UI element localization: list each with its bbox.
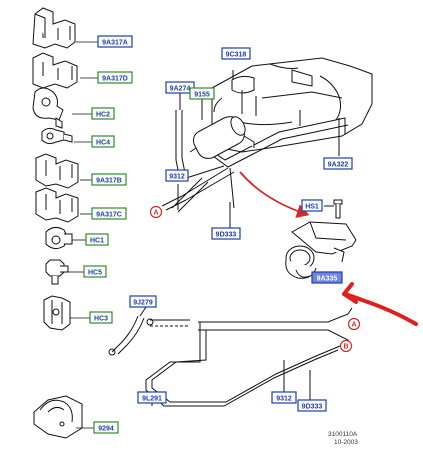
label-9155: 9155 xyxy=(189,87,215,100)
label-hc3: HC3 xyxy=(89,311,113,324)
reference-date: 10-2003 xyxy=(334,439,358,446)
label-9294: 9294 xyxy=(93,421,119,434)
svg-text:A: A xyxy=(351,322,356,329)
clip-drawing-hc2 xyxy=(32,87,64,129)
label-hc5: HC5 xyxy=(83,265,107,278)
clip-drawing-hc3 xyxy=(43,295,71,331)
svg-text:9A317B: 9A317B xyxy=(96,177,122,184)
clip-drawing-9a317c xyxy=(35,187,79,223)
svg-text:9L291: 9L291 xyxy=(142,395,162,402)
svg-text:B: B xyxy=(343,344,348,351)
label-9312-bottom: 9312 xyxy=(271,391,297,404)
label-9j279: 9J279 xyxy=(129,295,157,308)
svg-text:9D333: 9D333 xyxy=(216,231,237,238)
bolt-hs1-drawing xyxy=(324,199,343,219)
label-9l291: 9L291 xyxy=(137,391,167,404)
label-hc2: HC2 xyxy=(91,107,115,120)
clip-drawing-9a317d xyxy=(32,52,78,89)
svg-text:HC4: HC4 xyxy=(96,139,110,146)
connector-a-top: A xyxy=(149,205,163,219)
svg-text:9C318: 9C318 xyxy=(226,51,247,58)
clip-drawing-hc5 xyxy=(45,259,69,285)
label-9a317b: 9A317B xyxy=(91,173,127,186)
svg-text:9A274: 9A274 xyxy=(170,85,191,92)
svg-text:HC1: HC1 xyxy=(90,237,104,244)
clip-drawing-hc1 xyxy=(45,226,73,250)
label-9a322: 9A322 xyxy=(323,157,353,170)
annotation-arrow xyxy=(342,282,418,326)
svg-text:9A317D: 9A317D xyxy=(102,75,128,82)
label-9312-top: 9312 xyxy=(165,169,189,182)
reference-code: 3100110A xyxy=(328,431,358,438)
svg-text:A: A xyxy=(153,210,158,217)
svg-text:HC3: HC3 xyxy=(94,315,108,322)
clip-drawing-9a317b xyxy=(35,153,79,189)
svg-text:9294: 9294 xyxy=(98,425,114,432)
label-9d333-bottom: 9D333 xyxy=(297,399,327,412)
connector-a-right: A xyxy=(347,317,361,331)
label-hs1: HS1 xyxy=(301,199,323,212)
label-9a317a: 9A317A xyxy=(97,35,133,48)
svg-text:9312: 9312 xyxy=(169,173,185,180)
svg-text:9J279: 9J279 xyxy=(133,299,153,306)
svg-text:9312: 9312 xyxy=(276,395,292,402)
pointer-arrow xyxy=(239,171,310,218)
label-9a317d: 9A317D xyxy=(97,71,133,84)
clip-drawing-9294 xyxy=(33,395,83,439)
clip-drawing-hc4 xyxy=(41,127,73,145)
svg-text:9155: 9155 xyxy=(194,91,210,98)
label-9a317c: 9A317C xyxy=(91,207,127,220)
svg-text:HS1: HS1 xyxy=(305,203,319,210)
svg-text:HC5: HC5 xyxy=(88,269,102,276)
svg-text:9A335: 9A335 xyxy=(317,275,338,282)
clip-drawing-9a317a xyxy=(32,7,76,49)
lower-fuel-lines xyxy=(108,297,353,407)
label-9c318-top: 9C318 xyxy=(221,47,251,60)
fuel-filter-drawing xyxy=(189,116,255,159)
label-9d333-top: 9D333 xyxy=(211,227,241,240)
svg-text:9D333: 9D333 xyxy=(302,403,323,410)
filter-bracket-drawing xyxy=(285,221,357,279)
label-9a335: 9A335 xyxy=(311,271,343,284)
label-hc4: HC4 xyxy=(91,135,115,148)
svg-text:9A322: 9A322 xyxy=(328,161,349,168)
svg-text:9A317A: 9A317A xyxy=(102,39,128,46)
label-hc1: HC1 xyxy=(85,233,109,246)
svg-text:HC2: HC2 xyxy=(96,111,110,118)
svg-text:9A317C: 9A317C xyxy=(96,211,122,218)
connector-b-right: B xyxy=(339,339,353,353)
